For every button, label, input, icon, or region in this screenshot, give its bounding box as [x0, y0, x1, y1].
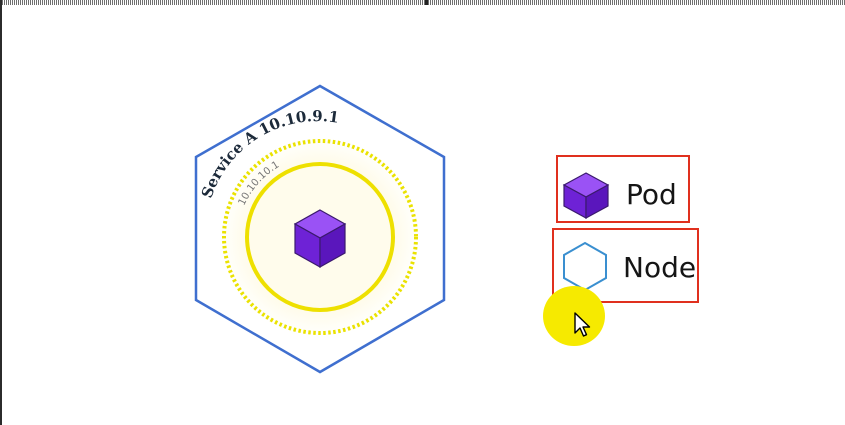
legend-node-label: Node — [623, 251, 697, 284]
top-dotted-border — [0, 0, 845, 5]
cursor-highlight — [543, 286, 605, 346]
legend-pod-cube-icon — [562, 172, 610, 220]
node-legend-highlight — [552, 228, 699, 303]
mouse-pointer-icon — [574, 312, 591, 337]
top-border-marker — [425, 0, 428, 5]
pod-legend-highlight — [556, 155, 690, 223]
pod-cube-icon — [293, 209, 347, 269]
service-dotted-ring — [222, 139, 418, 335]
legend-pod-label: Pod — [626, 178, 677, 211]
left-border — [0, 0, 2, 425]
